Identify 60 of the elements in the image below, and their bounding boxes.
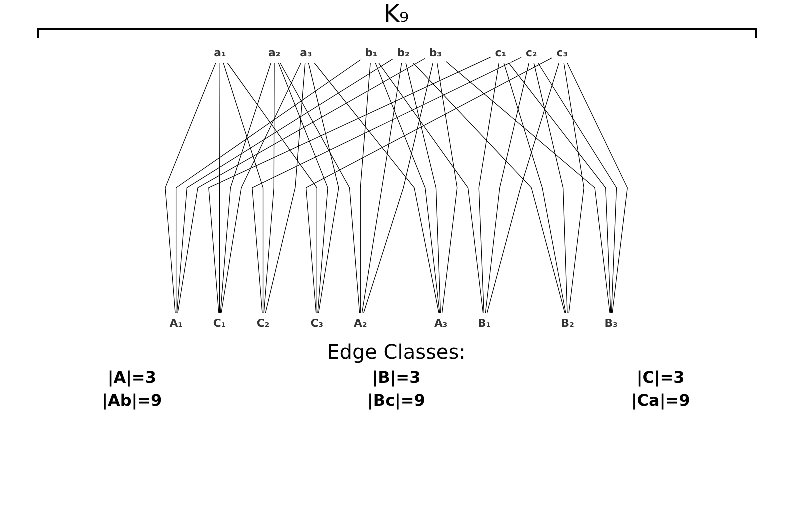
connector — [219, 62, 220, 314]
connector — [208, 56, 492, 314]
connector — [534, 62, 568, 314]
connector — [252, 57, 522, 314]
node-text: C₁ — [213, 316, 226, 330]
section-heading: Edge Classes: — [326, 340, 467, 364]
edge-class-count: |Ca|=9 — [631, 391, 690, 410]
connector — [278, 62, 328, 314]
connector — [176, 60, 362, 314]
connector — [508, 62, 612, 314]
node-text: a₂ — [268, 46, 281, 60]
connector — [280, 62, 360, 314]
connector — [567, 62, 628, 314]
node-text: a₁ — [214, 46, 226, 60]
connector — [264, 62, 275, 314]
node-text: C₃ — [310, 316, 324, 330]
connector — [223, 62, 264, 314]
connector — [446, 61, 610, 314]
connector — [165, 62, 216, 314]
connector — [227, 62, 318, 314]
connector — [306, 58, 553, 314]
edge-class-count: |B|=3 — [372, 368, 421, 387]
node-text: b₁ — [365, 46, 378, 60]
node-text: c₂ — [526, 46, 538, 60]
edge-class-count: |C|=3 — [636, 368, 685, 387]
connector — [375, 62, 440, 314]
connector — [221, 62, 302, 314]
connector — [436, 62, 458, 314]
edge-class-count: |Ab|=9 — [102, 391, 162, 410]
connector — [378, 62, 484, 314]
connector — [406, 62, 442, 314]
node-text: B₁ — [478, 316, 492, 330]
connector — [265, 62, 306, 314]
node-text: c₃ — [556, 46, 568, 60]
node-text: C₂ — [256, 316, 270, 330]
node-text: c₁ — [495, 46, 506, 60]
connector — [478, 62, 500, 314]
node-text: A₂ — [354, 316, 368, 330]
edge-class-count: |Bc|=9 — [368, 391, 426, 410]
connector — [486, 62, 560, 314]
connector — [564, 62, 584, 314]
connector — [364, 62, 434, 314]
node-text: a₃ — [300, 46, 312, 60]
node-text: B₃ — [604, 316, 618, 330]
edge-class-count: |A|=3 — [108, 368, 156, 387]
node-text: b₃ — [429, 46, 442, 60]
connector — [504, 62, 566, 314]
connector — [314, 62, 440, 314]
connector — [308, 62, 340, 314]
node-text: B₂ — [561, 316, 574, 330]
graph-name: K₉ — [384, 0, 410, 28]
connector — [412, 62, 566, 314]
node-text: b₂ — [397, 46, 410, 60]
connector — [360, 62, 371, 314]
connector — [485, 62, 530, 314]
connector — [362, 62, 402, 314]
node-text: A₁ — [170, 316, 183, 330]
connector — [220, 62, 272, 314]
node-text: A₃ — [434, 316, 448, 330]
connector — [538, 62, 618, 314]
